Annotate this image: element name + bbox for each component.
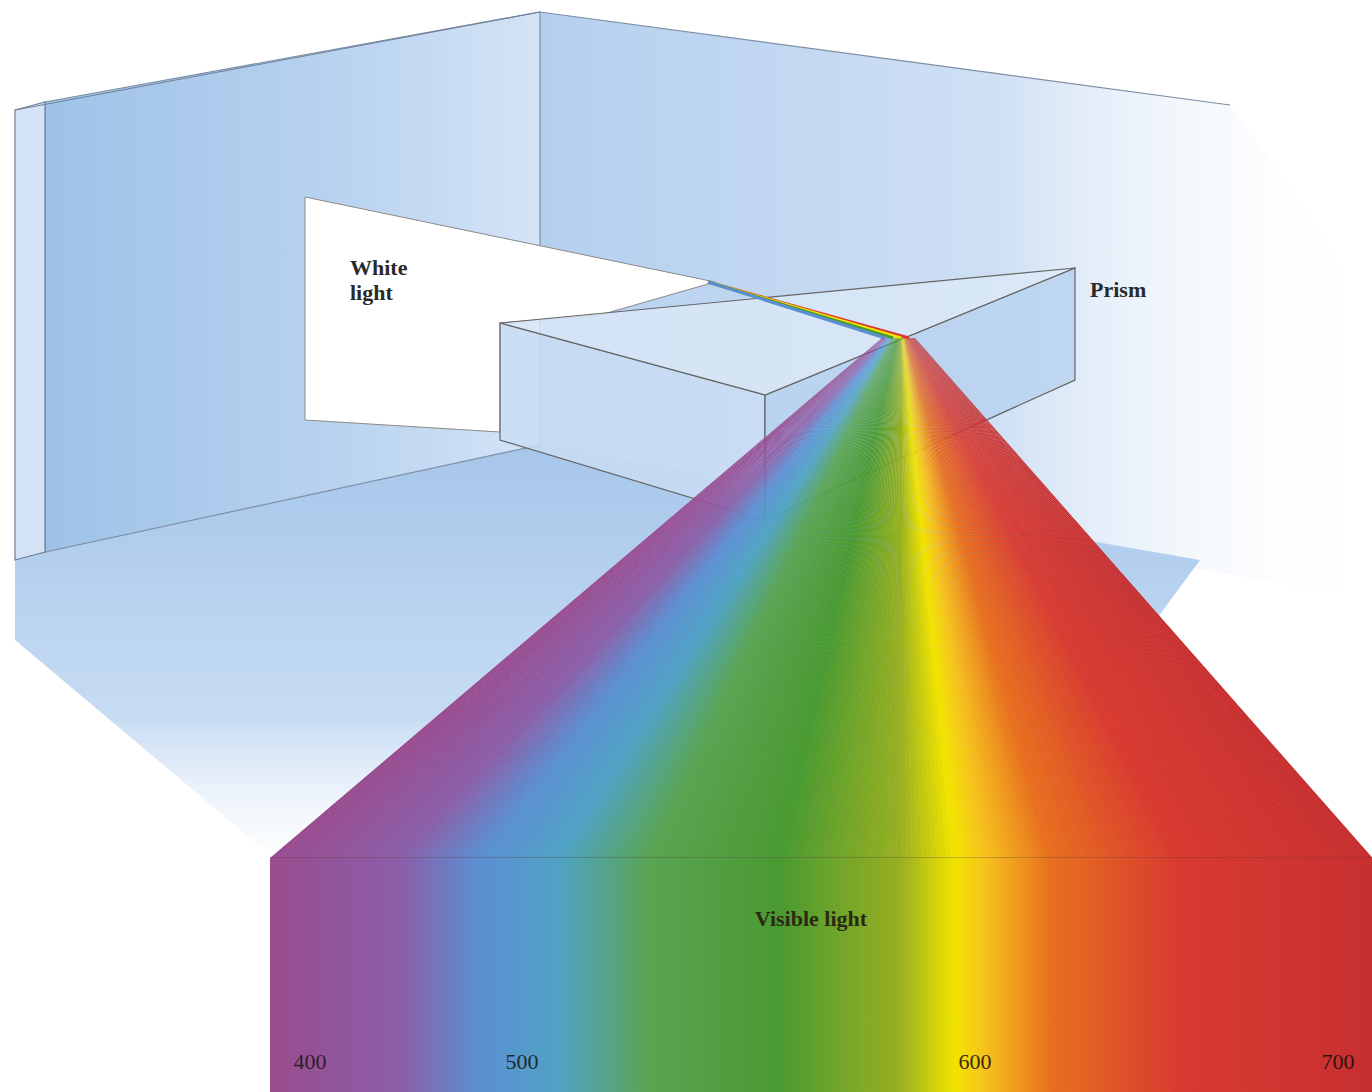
spectrum-band: Visible light [270,858,1372,1092]
light-panel: White light [305,197,448,314]
beam-ray [708,282,901,338]
refracted-beam [708,282,909,338]
wall-edge [15,12,540,110]
spectrum-slice [891,338,901,858]
spectrum-slice [871,338,900,858]
beam-ray [708,282,893,338]
spectrum-fan [270,338,1372,858]
spectrum-slice [861,338,900,858]
prism-top [500,268,1075,395]
part-name: Prism [1090,277,1146,303]
wall-edge [540,12,1230,105]
room [15,12,1372,900]
spectrum-slice [866,338,900,858]
node-label: Visible light [259,906,1363,931]
wavelength-tick: 400 [294,1049,327,1075]
spectrum-slice [915,338,1372,858]
beam-ray [708,282,885,338]
beam-ray [708,282,909,338]
spectrum-slice [876,338,900,858]
node-label: White light [350,255,440,306]
wavelength-tick: 700 [1322,1049,1355,1075]
wall-thickness [15,102,45,560]
wavelength-tick: 500 [506,1049,539,1075]
wavelength-tick: 600 [959,1049,992,1075]
spectrum-slice [896,338,902,858]
